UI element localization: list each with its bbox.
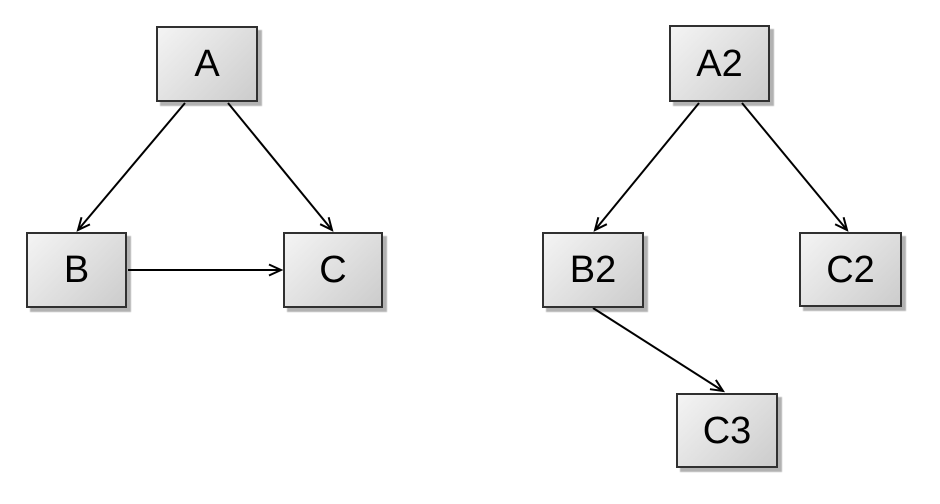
node-C-label: C: [319, 249, 347, 291]
node-C: C: [283, 232, 383, 308]
node-A-label: A: [194, 43, 220, 85]
node-B2-label: B2: [569, 249, 617, 291]
node-C2: C2: [799, 232, 902, 307]
edge-A2-C2-arrow: [741, 102, 849, 232]
node-B2: B2: [542, 232, 644, 308]
node-A2: A2: [669, 25, 770, 102]
node-A2-label: A2: [696, 42, 743, 85]
node-B-label: B: [63, 249, 90, 291]
edge-A-B-arrow: [76, 102, 186, 232]
edge-A-C-arrow: [227, 102, 334, 232]
node-C3-label: C3: [702, 409, 752, 452]
node-C2-label: C2: [826, 248, 875, 291]
edge-B2-C3-arrow: [592, 307, 726, 393]
node-B: B: [26, 232, 127, 308]
edge-A2-B2-arrow: [593, 102, 700, 232]
node-A: A: [156, 26, 258, 102]
node-C3: C3: [676, 393, 778, 468]
